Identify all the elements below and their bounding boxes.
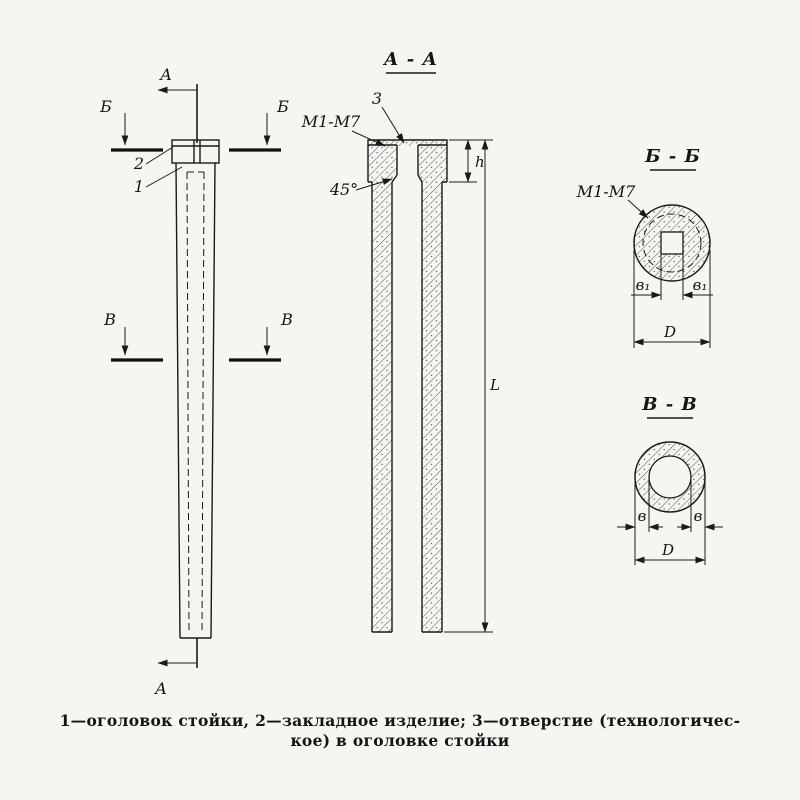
dim-d-label: D [661, 541, 674, 559]
section-letter-a-bottom: А [154, 679, 167, 698]
aa-callout-3: 3 [372, 89, 405, 144]
callout-1-label: 1 [134, 177, 144, 196]
bb-dim-d: D [633, 250, 711, 348]
aa-tech-hole [397, 146, 418, 175]
bb-label-m1m7: М1-М7 [576, 182, 649, 219]
vv-dim-b: в в [617, 479, 723, 565]
dim-b1-left-label: в₁ [636, 276, 651, 294]
dim-b-right-label: в [694, 507, 703, 525]
dim-l-label: L [489, 376, 500, 394]
angle-label: 45° [329, 180, 358, 199]
section-cut-a-top: А [157, 65, 198, 143]
section-bb-view: Б - Б М1-М7 в₁ в₁ D [576, 146, 713, 348]
dim-h-label: h [475, 153, 485, 171]
callout-1: 1 [134, 166, 183, 196]
elevation-view: А А Б Б В В [99, 65, 293, 698]
aa-label-m1m7: М1-М7 [301, 112, 386, 147]
post-head [171, 139, 220, 164]
section-aa-title: А - А [382, 49, 438, 70]
section-letter-v-right: В [280, 310, 293, 329]
leader-line [351, 130, 386, 147]
dim-b1-right-label: в₁ [693, 276, 708, 294]
aa-angle-45: 45° [329, 178, 393, 199]
leader-line [145, 166, 183, 188]
caption-line-1: 1—оголовок стойки, 2—закладное изделие; … [60, 711, 741, 730]
section-letter-b-right: Б [276, 97, 289, 116]
callout-2-label: 2 [133, 154, 144, 173]
aa-dim-l: L [444, 139, 500, 633]
aa-chamfer-blank [392, 175, 422, 182]
caption: 1—оголовок стойки, 2—закладное изделие; … [60, 711, 741, 750]
section-vv-view: В - В в в D [617, 394, 723, 565]
section-letter-a-top: А [159, 65, 172, 84]
dim-d-label: D [663, 323, 676, 341]
bb-hidden-circle [642, 213, 702, 273]
section-letter-b-left: Б [99, 97, 112, 116]
m1m7-label: М1-М7 [301, 112, 361, 131]
section-vv-header: В - В [641, 394, 697, 419]
vv-inner-circle [648, 455, 692, 499]
section-vv-title: В - В [641, 394, 697, 415]
leader-line [145, 146, 174, 165]
section-cut-v-right: В [229, 310, 293, 362]
section-bb-title: Б - Б [644, 146, 701, 167]
m1m7-label: М1-М7 [576, 182, 636, 201]
section-cut-b-right: Б [229, 97, 289, 152]
section-cut-a-bottom: А [154, 638, 198, 698]
leader-line [355, 178, 393, 191]
section-aa-header: А - А [382, 49, 438, 74]
leader-line [627, 199, 649, 219]
post-shaft [175, 162, 216, 639]
aa-right-wall-concrete [422, 182, 442, 632]
leader-line [381, 106, 405, 144]
bb-square-hole [660, 231, 684, 255]
section-bb-header: Б - Б [644, 146, 701, 171]
callout-3-label: 3 [372, 89, 382, 108]
section-aa-view: А - А 3 М1-М7 45° h [301, 49, 500, 633]
vv-dim-d: D [634, 541, 706, 564]
section-letter-v-left: В [103, 310, 116, 329]
post-outline [171, 139, 220, 639]
aa-outlines [367, 139, 448, 633]
bb-dim-b1: в₁ в₁ [631, 254, 713, 300]
aa-dim-h: h [449, 139, 485, 183]
post-inner-hidden-lines [186, 171, 205, 635]
callout-2: 2 [133, 146, 174, 173]
caption-line-2: кое) в оголовке стойки [290, 731, 509, 750]
aa-left-wall-concrete [372, 182, 392, 632]
section-cut-v-left: В [103, 310, 163, 362]
section-cut-b-left: Б [99, 97, 163, 152]
dim-b-left-label: в [638, 507, 647, 525]
